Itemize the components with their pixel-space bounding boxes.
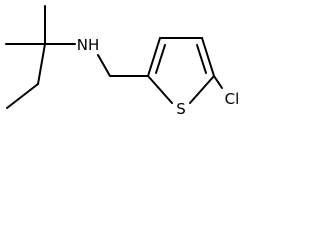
bond-ring-to-chlorine (213, 75, 223, 89)
bond-ring-c2-s (147, 75, 173, 104)
structure-canvas: NH S Cl (0, 0, 247, 129)
bond-ring-s-c5 (189, 75, 215, 104)
atom-label-s: S (176, 100, 186, 118)
bond-ring-c2-c3 (147, 37, 161, 77)
bond-ring-c4-c5 (201, 37, 215, 77)
bond-quaternary-to-ethyl (37, 43, 46, 85)
molecule-structure: NH S Cl (5, 5, 240, 118)
bonds (5, 5, 223, 109)
bond-ethyl (6, 83, 39, 109)
bond-ring-c4-c5-double (196, 44, 207, 74)
atom-label-cl: Cl (225, 90, 240, 108)
bond-nitrogen-to-methylene (97, 54, 111, 77)
atom-label-nh: NH (77, 36, 100, 54)
bond-ring-c2-c3-double (155, 44, 166, 74)
